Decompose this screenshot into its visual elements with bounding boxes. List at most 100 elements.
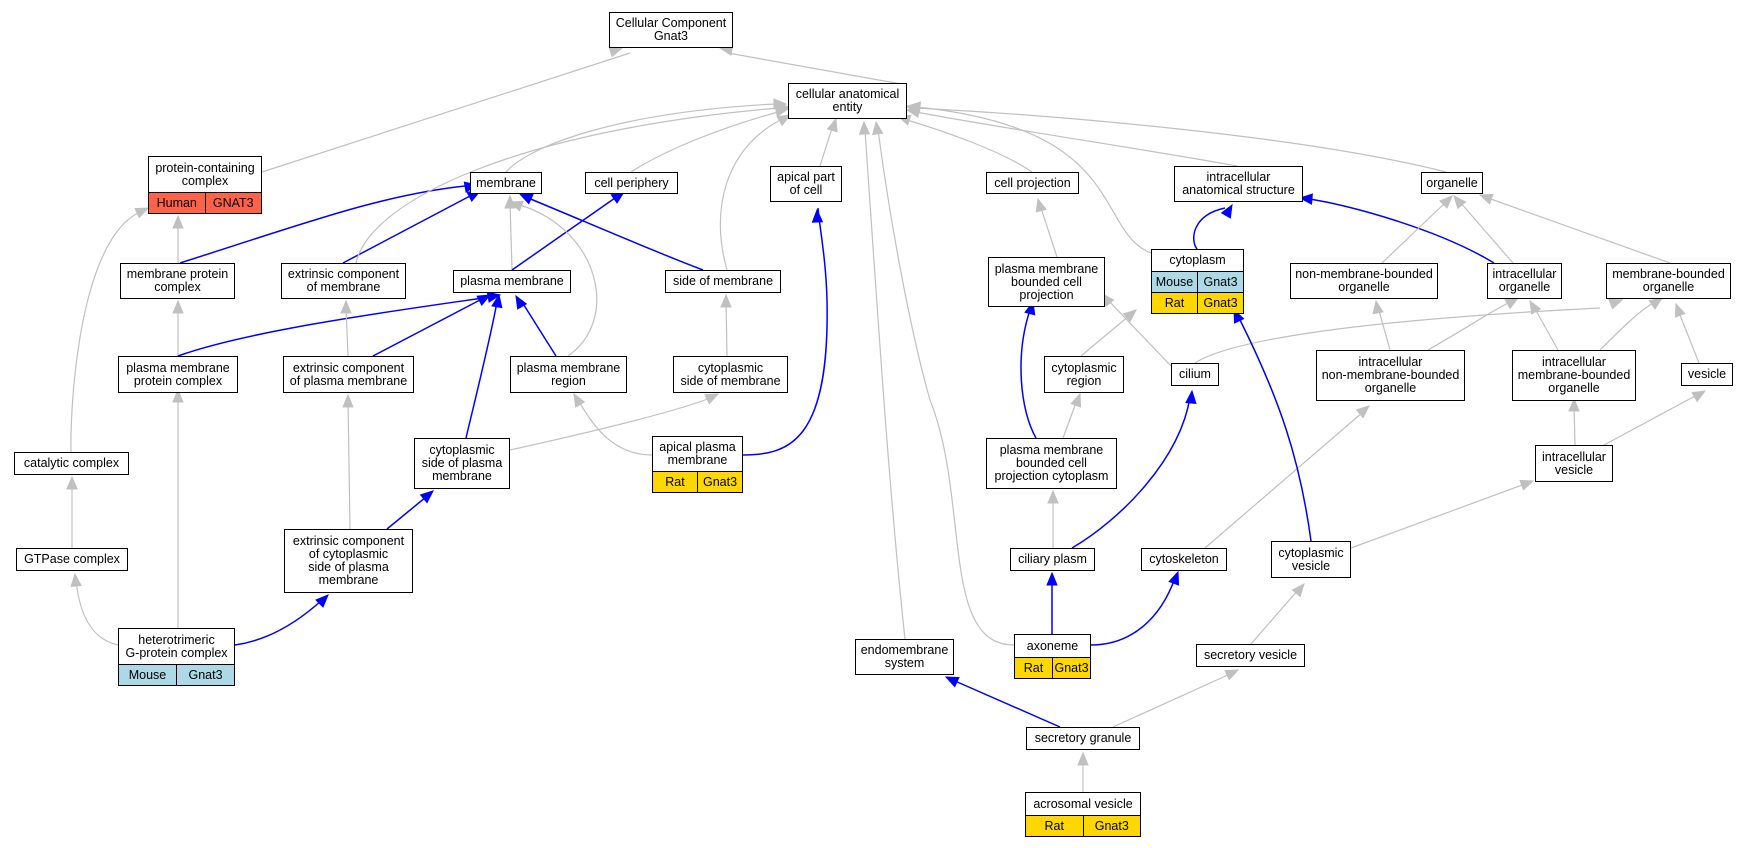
arrowhead bbox=[1519, 479, 1535, 491]
node-non-membrane-bounded-organelle[interactable]: non-membrane-bounded organelle bbox=[1290, 263, 1438, 299]
arrowhead bbox=[720, 293, 732, 308]
arrowhead bbox=[518, 193, 534, 205]
node-protein-containing-complex[interactable]: protein-containing complex Human GNAT3 bbox=[148, 156, 262, 214]
node-cytoplasmic-side-of-membrane[interactable]: cytoplasmic side of membrane bbox=[673, 356, 788, 393]
node-intracellular-anatomical-structure[interactable]: intracellular anatomical structure bbox=[1174, 166, 1303, 202]
node-ciliary-plasm[interactable]: ciliary plasm bbox=[1010, 548, 1095, 571]
species-annotation: Rat Gnat3 bbox=[653, 471, 742, 492]
node-cilium[interactable]: cilium bbox=[1171, 363, 1219, 386]
is-a-edge bbox=[1381, 201, 1447, 264]
gene-label: Gnat3 bbox=[176, 665, 234, 685]
node-membrane-protein-complex[interactable]: membrane protein complex bbox=[120, 263, 235, 299]
node-intracellular-vesicle[interactable]: intracellular vesicle bbox=[1535, 445, 1613, 482]
is-a-edge bbox=[70, 211, 141, 453]
gene-label: GNAT3 bbox=[204, 193, 261, 213]
node-cytoskeleton[interactable]: cytoskeleton bbox=[1141, 548, 1227, 571]
is-a-edge bbox=[719, 119, 781, 271]
node-apical-plasma-membrane[interactable]: apical plasma membrane Rat Gnat3 bbox=[652, 436, 743, 493]
arrowhead bbox=[1224, 669, 1240, 681]
node-gtpase-complex[interactable]: GTPase complex bbox=[16, 548, 128, 571]
node-acrosomal-vesicle[interactable]: acrosomal vesicle Rat Gnat3 bbox=[1025, 792, 1141, 837]
node-cell-periphery[interactable]: cell periphery bbox=[585, 172, 678, 194]
node-extrinsic-component-of-membrane[interactable]: extrinsic component of membrane bbox=[281, 263, 406, 299]
node-cellular-anatomical-entity[interactable]: cellular anatomical entity bbox=[788, 83, 907, 119]
is-a-edge bbox=[1194, 307, 1601, 364]
node-cytoplasmic-region[interactable]: cytoplasmic region bbox=[1044, 356, 1124, 393]
arrowhead bbox=[508, 200, 524, 212]
is-a-edge bbox=[1573, 404, 1576, 446]
node-extrinsic-component-of-cytoplasmic-side-of-plasma-membrane[interactable]: extrinsic component of cytoplasmic side … bbox=[284, 529, 413, 593]
node-membrane[interactable]: membrane bbox=[470, 172, 542, 194]
arrowhead bbox=[1047, 489, 1059, 504]
arrowhead bbox=[1185, 389, 1197, 404]
part-of-edge bbox=[1193, 207, 1226, 250]
species-mouse: Mouse bbox=[119, 665, 176, 685]
is-a-edge bbox=[1459, 201, 1514, 264]
is-a-edge bbox=[725, 300, 728, 357]
node-organelle[interactable]: organelle bbox=[1421, 172, 1483, 194]
node-cell-projection[interactable]: cell projection bbox=[986, 172, 1079, 194]
arrowhead bbox=[1691, 390, 1707, 403]
arrowhead bbox=[776, 102, 791, 114]
node-plasma-membrane-region[interactable]: plasma membrane region bbox=[510, 356, 627, 393]
part-of-edge bbox=[179, 185, 466, 264]
node-plasma-membrane[interactable]: plasma membrane bbox=[453, 270, 571, 293]
arrowhead bbox=[1355, 405, 1370, 419]
arrowhead bbox=[315, 594, 329, 608]
node-endomembrane-system[interactable]: endomembrane system bbox=[855, 639, 954, 675]
species-annotation: Rat Gnat3 bbox=[1015, 657, 1090, 678]
arrowhead bbox=[340, 299, 352, 314]
node-secretory-vesicle[interactable]: secretory vesicle bbox=[1196, 644, 1305, 667]
node-intracellular-membrane-bounded-organelle[interactable]: intracellular membrane-bounded organelle bbox=[1512, 350, 1636, 401]
node-axoneme[interactable]: axoneme Rat Gnat3 bbox=[1014, 634, 1091, 679]
node-membrane-bounded-organelle[interactable]: membrane-bounded organelle bbox=[1606, 263, 1731, 299]
arrowhead bbox=[1504, 297, 1520, 310]
node-cellular-component-root[interactable]: Cellular Component Gnat3 bbox=[609, 12, 733, 48]
is-a-edge bbox=[1487, 197, 1671, 264]
is-a-edge bbox=[864, 129, 906, 640]
node-secretory-granule[interactable]: secretory granule bbox=[1026, 727, 1140, 750]
part-of-edge bbox=[1090, 577, 1176, 646]
is-a-edge bbox=[509, 397, 711, 451]
part-of-edge bbox=[1308, 198, 1495, 264]
part-of-edge bbox=[372, 299, 481, 357]
arrowhead bbox=[172, 214, 184, 229]
node-apical-part-of-cell[interactable]: apical part of cell bbox=[770, 166, 842, 202]
is-a-edge bbox=[1080, 314, 1131, 357]
is-a-edge bbox=[1377, 306, 1391, 351]
part-of-edge bbox=[527, 197, 704, 271]
node-catalytic-complex[interactable]: catalytic complex bbox=[14, 452, 129, 475]
node-cytoplasmic-vesicle[interactable]: cytoplasmic vesicle bbox=[1271, 541, 1351, 578]
node-cytoplasmic-side-of-plasma-membrane[interactable]: cytoplasmic side of plasma membrane bbox=[414, 438, 510, 489]
node-cytoplasm[interactable]: cytoplasm Mouse Gnat3 Rat Gnat3 bbox=[1151, 249, 1244, 314]
arrowhead bbox=[1291, 583, 1305, 598]
node-heterotrimeric-g-protein-complex[interactable]: heterotrimeric G-protein complex Mouse G… bbox=[118, 628, 235, 686]
node-vesicle[interactable]: vesicle bbox=[1681, 363, 1733, 386]
is-a-edge bbox=[261, 52, 631, 173]
is-a-edge bbox=[1603, 394, 1698, 446]
arrowhead bbox=[811, 208, 824, 223]
arrowhead bbox=[134, 207, 150, 219]
is-a-edge bbox=[509, 201, 513, 271]
node-extrinsic-component-of-plasma-membrane[interactable]: extrinsic component of plasma membrane bbox=[283, 356, 414, 393]
is-a-edge bbox=[1039, 204, 1058, 258]
node-intracellular-organelle[interactable]: intracellular organelle bbox=[1487, 263, 1562, 299]
node-plasma-membrane-bounded-cell-projection[interactable]: plasma membrane bounded cell projection bbox=[988, 257, 1105, 307]
is-a-edge bbox=[916, 106, 1161, 257]
node-side-of-membrane[interactable]: side of membrane bbox=[665, 270, 781, 293]
part-of-edge bbox=[386, 496, 427, 530]
part-of-edge bbox=[342, 195, 471, 264]
arrowhead bbox=[906, 101, 921, 113]
node-intracellular-non-membrane-bounded-organelle[interactable]: intracellular non-membrane-bounded organ… bbox=[1316, 350, 1465, 401]
species-rat: Rat bbox=[1026, 816, 1083, 836]
gene-label: Gnat3 bbox=[697, 472, 742, 492]
arrowhead bbox=[704, 393, 720, 405]
arrowhead bbox=[1035, 197, 1047, 213]
node-plasma-membrane-protein-complex[interactable]: plasma membrane protein complex bbox=[118, 356, 238, 393]
node-plasma-membrane-bounded-cell-projection-cytoplasm[interactable]: plasma membrane bounded cell projection … bbox=[986, 438, 1117, 489]
arrowhead bbox=[776, 114, 792, 127]
part-of-edge bbox=[465, 301, 498, 439]
species-human: Human bbox=[149, 193, 205, 213]
